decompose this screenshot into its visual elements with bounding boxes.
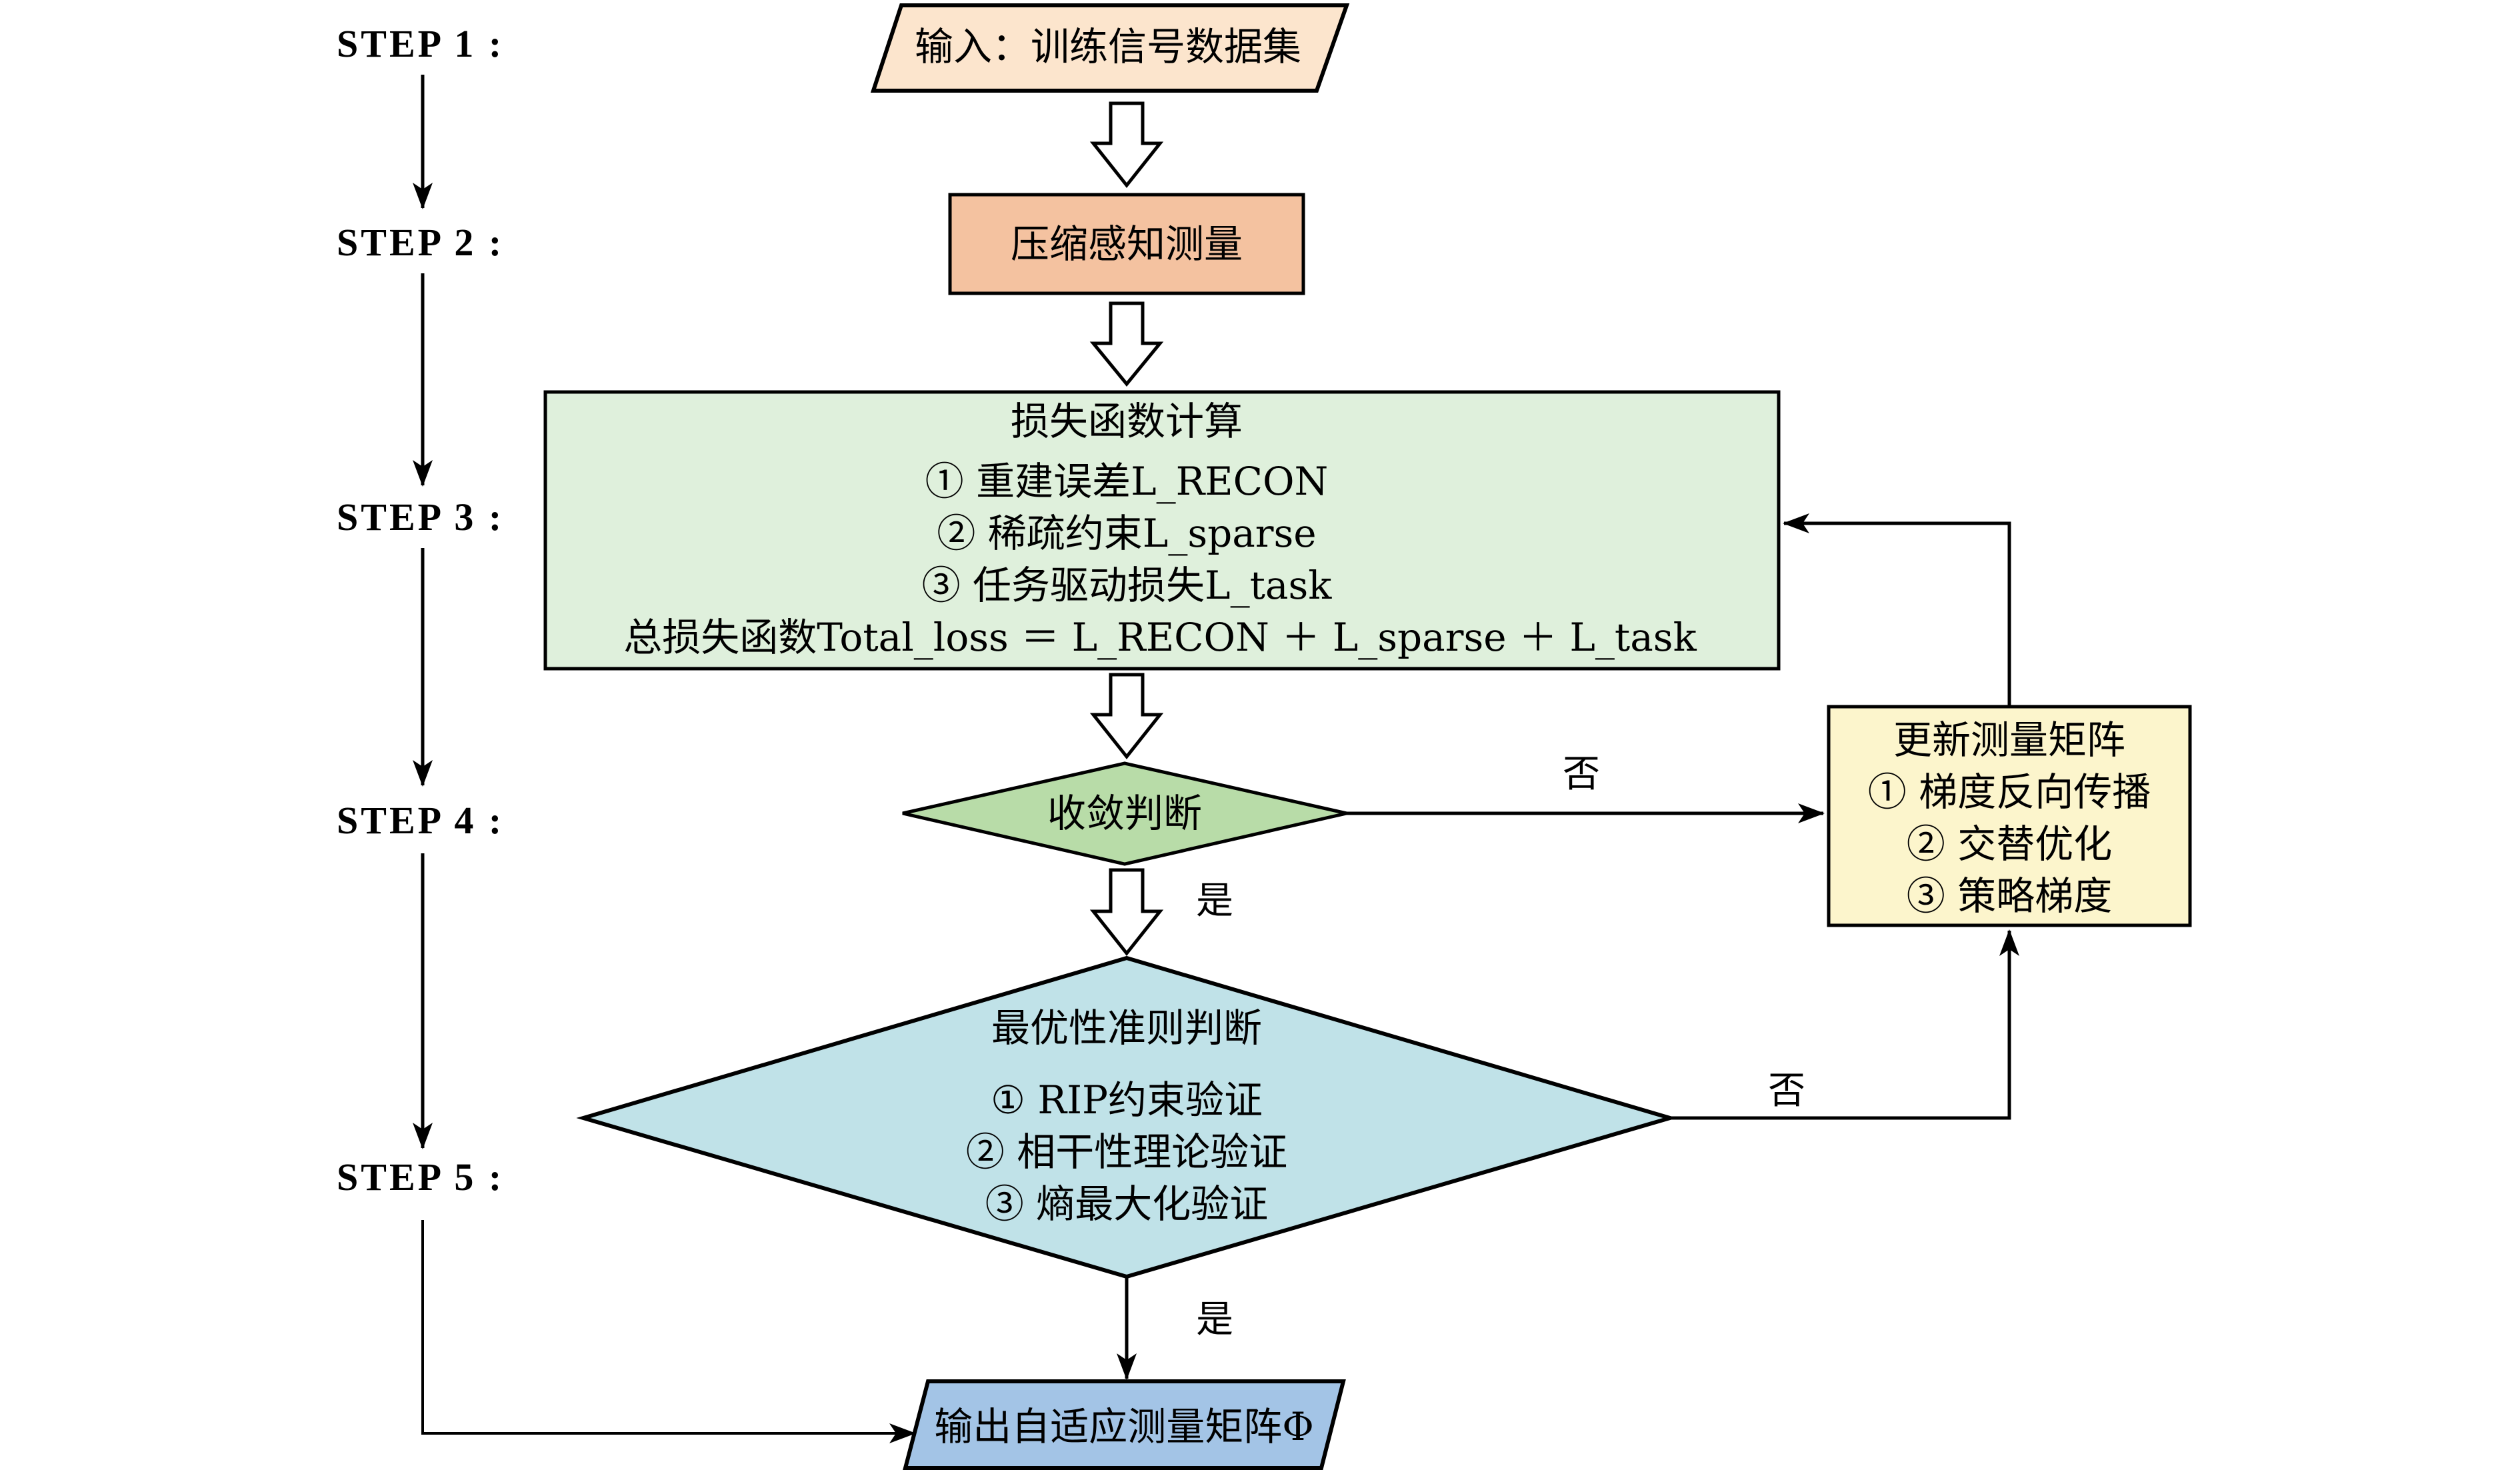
- compress-node: 压缩感知测量: [948, 193, 1305, 295]
- step-4-label: STEP 4 :: [337, 799, 504, 842]
- edge-label-converge-yes: 是: [1196, 879, 1233, 923]
- step-2-label: STEP 2 :: [337, 221, 504, 264]
- loss-box: [543, 390, 1781, 671]
- converge-node: 收敛判断: [902, 761, 1347, 866]
- optimal-title: 最优性准则判断: [991, 1005, 1262, 1051]
- compress-box: [948, 193, 1305, 295]
- input-text: 输入：训练信号数据集: [915, 24, 1301, 69]
- optimal-item-entropy: ③ 熵最大化验证: [985, 1181, 1268, 1227]
- optimal-item-coherence: ② 相干性理论验证: [966, 1129, 1287, 1175]
- loss-item-recon: ① 重建误差L_RECON: [925, 459, 1329, 504]
- compress-text: 压缩感知测量: [1011, 221, 1243, 267]
- output-text: 输出自适应测量矩阵Φ: [934, 1404, 1314, 1449]
- update-item-alternating: ② 交替优化: [1907, 821, 2112, 867]
- update-node: 更新测量矩阵 ① 梯度反向传播 ② 交替优化 ③ 策略梯度: [1827, 705, 2192, 927]
- optimal-node: 最优性准则判断 ① RIP约束验证 ② 相干性理论验证 ③ 熵最大化验证: [576, 955, 1677, 1279]
- output-parallelogram: [903, 1379, 1346, 1470]
- input-node: 输入：训练信号数据集: [870, 3, 1350, 93]
- update-box: [1827, 705, 2192, 927]
- edge-label-optimal-yes: 是: [1196, 1298, 1233, 1341]
- input-parallelogram: [870, 3, 1350, 93]
- edge-optimal-no: [1670, 929, 2019, 1120]
- flow-arrow-input-to-compress: [1089, 101, 1164, 189]
- flow-arrow-converge-yes: [1089, 868, 1164, 957]
- flow-arrow-compress-to-loss: [1089, 301, 1164, 387]
- edge-label-optimal-no: 否: [1768, 1069, 1805, 1113]
- step-1-label: STEP 1 :: [337, 22, 504, 65]
- step-3-label: STEP 3 :: [337, 495, 504, 539]
- loss-item-sparse: ② 稀疏约束L_sparse: [937, 511, 1316, 556]
- loss-node: 损失函数计算 ① 重建误差L_RECON ② 稀疏约束L_sparse ③ 任务…: [543, 390, 1781, 671]
- update-item-policy-gradient: ③ 策略梯度: [1907, 873, 2112, 919]
- loss-total: 总损失函数Total_loss ＝ L_RECON ＋ L_sparse ＋ L…: [623, 615, 1697, 660]
- update-title: 更新测量矩阵: [1893, 717, 2125, 763]
- step-5-label: STEP 5 :: [337, 1155, 504, 1199]
- step-5-to-output-connector: [421, 1220, 916, 1443]
- edge-label-converge-no: 否: [1563, 753, 1600, 796]
- converge-text: 收敛判断: [1047, 791, 1202, 836]
- output-node: 输出自适应测量矩阵Φ: [903, 1379, 1346, 1470]
- flow-arrow-loss-to-converge: [1089, 673, 1164, 760]
- step-column: STEP 1 : STEP 2 : STEP 3 : STEP 4 : STEP…: [337, 22, 916, 1443]
- loss-item-task: ③ 任务驱动损失L_task: [922, 563, 1333, 608]
- loss-title: 损失函数计算: [1011, 399, 1243, 444]
- update-item-backprop: ① 梯度反向传播: [1868, 769, 2151, 815]
- converge-diamond: [902, 761, 1347, 866]
- edge-update-to-loss: [1783, 513, 2011, 707]
- optimal-item-rip: ① RIP约束验证: [991, 1077, 1263, 1123]
